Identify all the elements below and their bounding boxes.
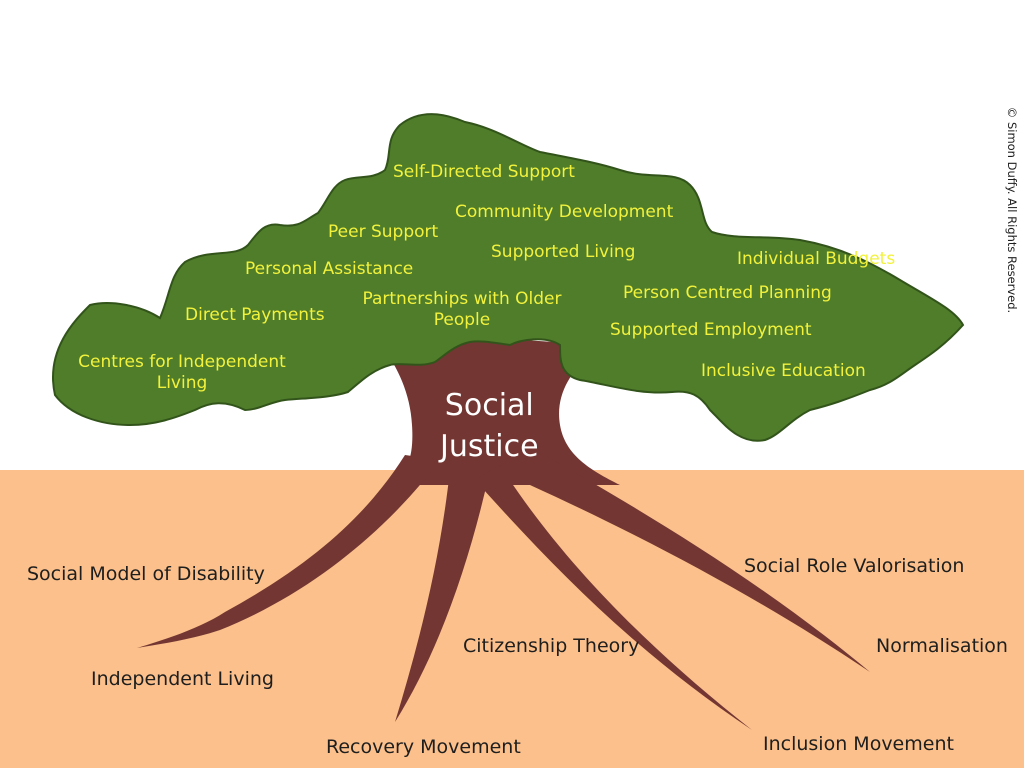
social-justice-title: Social Justice (440, 385, 539, 468)
canopy-item-self-directed-support: Self-Directed Support (393, 162, 575, 182)
root-recovery (395, 470, 490, 722)
canopy-item-person-centred-planning: Person Centred Planning (623, 283, 832, 303)
canopy-item-supported-living: Supported Living (491, 242, 636, 262)
trunk (370, 330, 620, 485)
centres-line2: Living (156, 373, 208, 394)
root-label-recovery-movement: Recovery Movement (326, 736, 521, 758)
partnerships-line1: Partnerships with Older (362, 289, 562, 309)
canopy-item-individual-budgets: Individual Budgets (737, 249, 896, 269)
canopy-item-personal-assistance: Personal Assistance (245, 259, 414, 279)
copyright-notice: © Simon Duffy. All Rights Reserved. (1005, 106, 1019, 314)
canopy-item-partnerships-with-older-people: Partnerships with Older People (358, 289, 566, 332)
root-inclusion (475, 465, 752, 730)
canopy-item-direct-payments: Direct Payments (185, 305, 325, 325)
root-label-independent-living: Independent Living (91, 668, 274, 690)
social-justice-line2: Justice (440, 429, 539, 465)
tree-canopy (52, 113, 965, 442)
root-label-social-role-valorisation: Social Role Valorisation (744, 555, 965, 577)
canopy-item-inclusive-education: Inclusive Education (701, 361, 866, 381)
root-normalisation (530, 455, 870, 672)
root-label-social-model-of-disability: Social Model of Disability (27, 563, 265, 585)
centres-line1: Centres for Independent (78, 352, 286, 372)
root-social-model (137, 455, 440, 648)
canopy-item-peer-support: Peer Support (328, 222, 439, 242)
root-label-inclusion-movement: Inclusion Movement (763, 733, 954, 755)
canopy-item-supported-employment: Supported Employment (610, 320, 812, 340)
root-system (137, 455, 870, 730)
root-label-citizenship-theory: Citizenship Theory (463, 635, 640, 657)
social-justice-line1: Social (444, 388, 534, 423)
canopy-item-community-development: Community Development (455, 202, 674, 222)
root-label-normalisation: Normalisation (876, 635, 1008, 657)
canopy-item-centres-for-independent-living: Centres for Independent Living (76, 352, 288, 395)
partnerships-line2: People (433, 310, 491, 331)
